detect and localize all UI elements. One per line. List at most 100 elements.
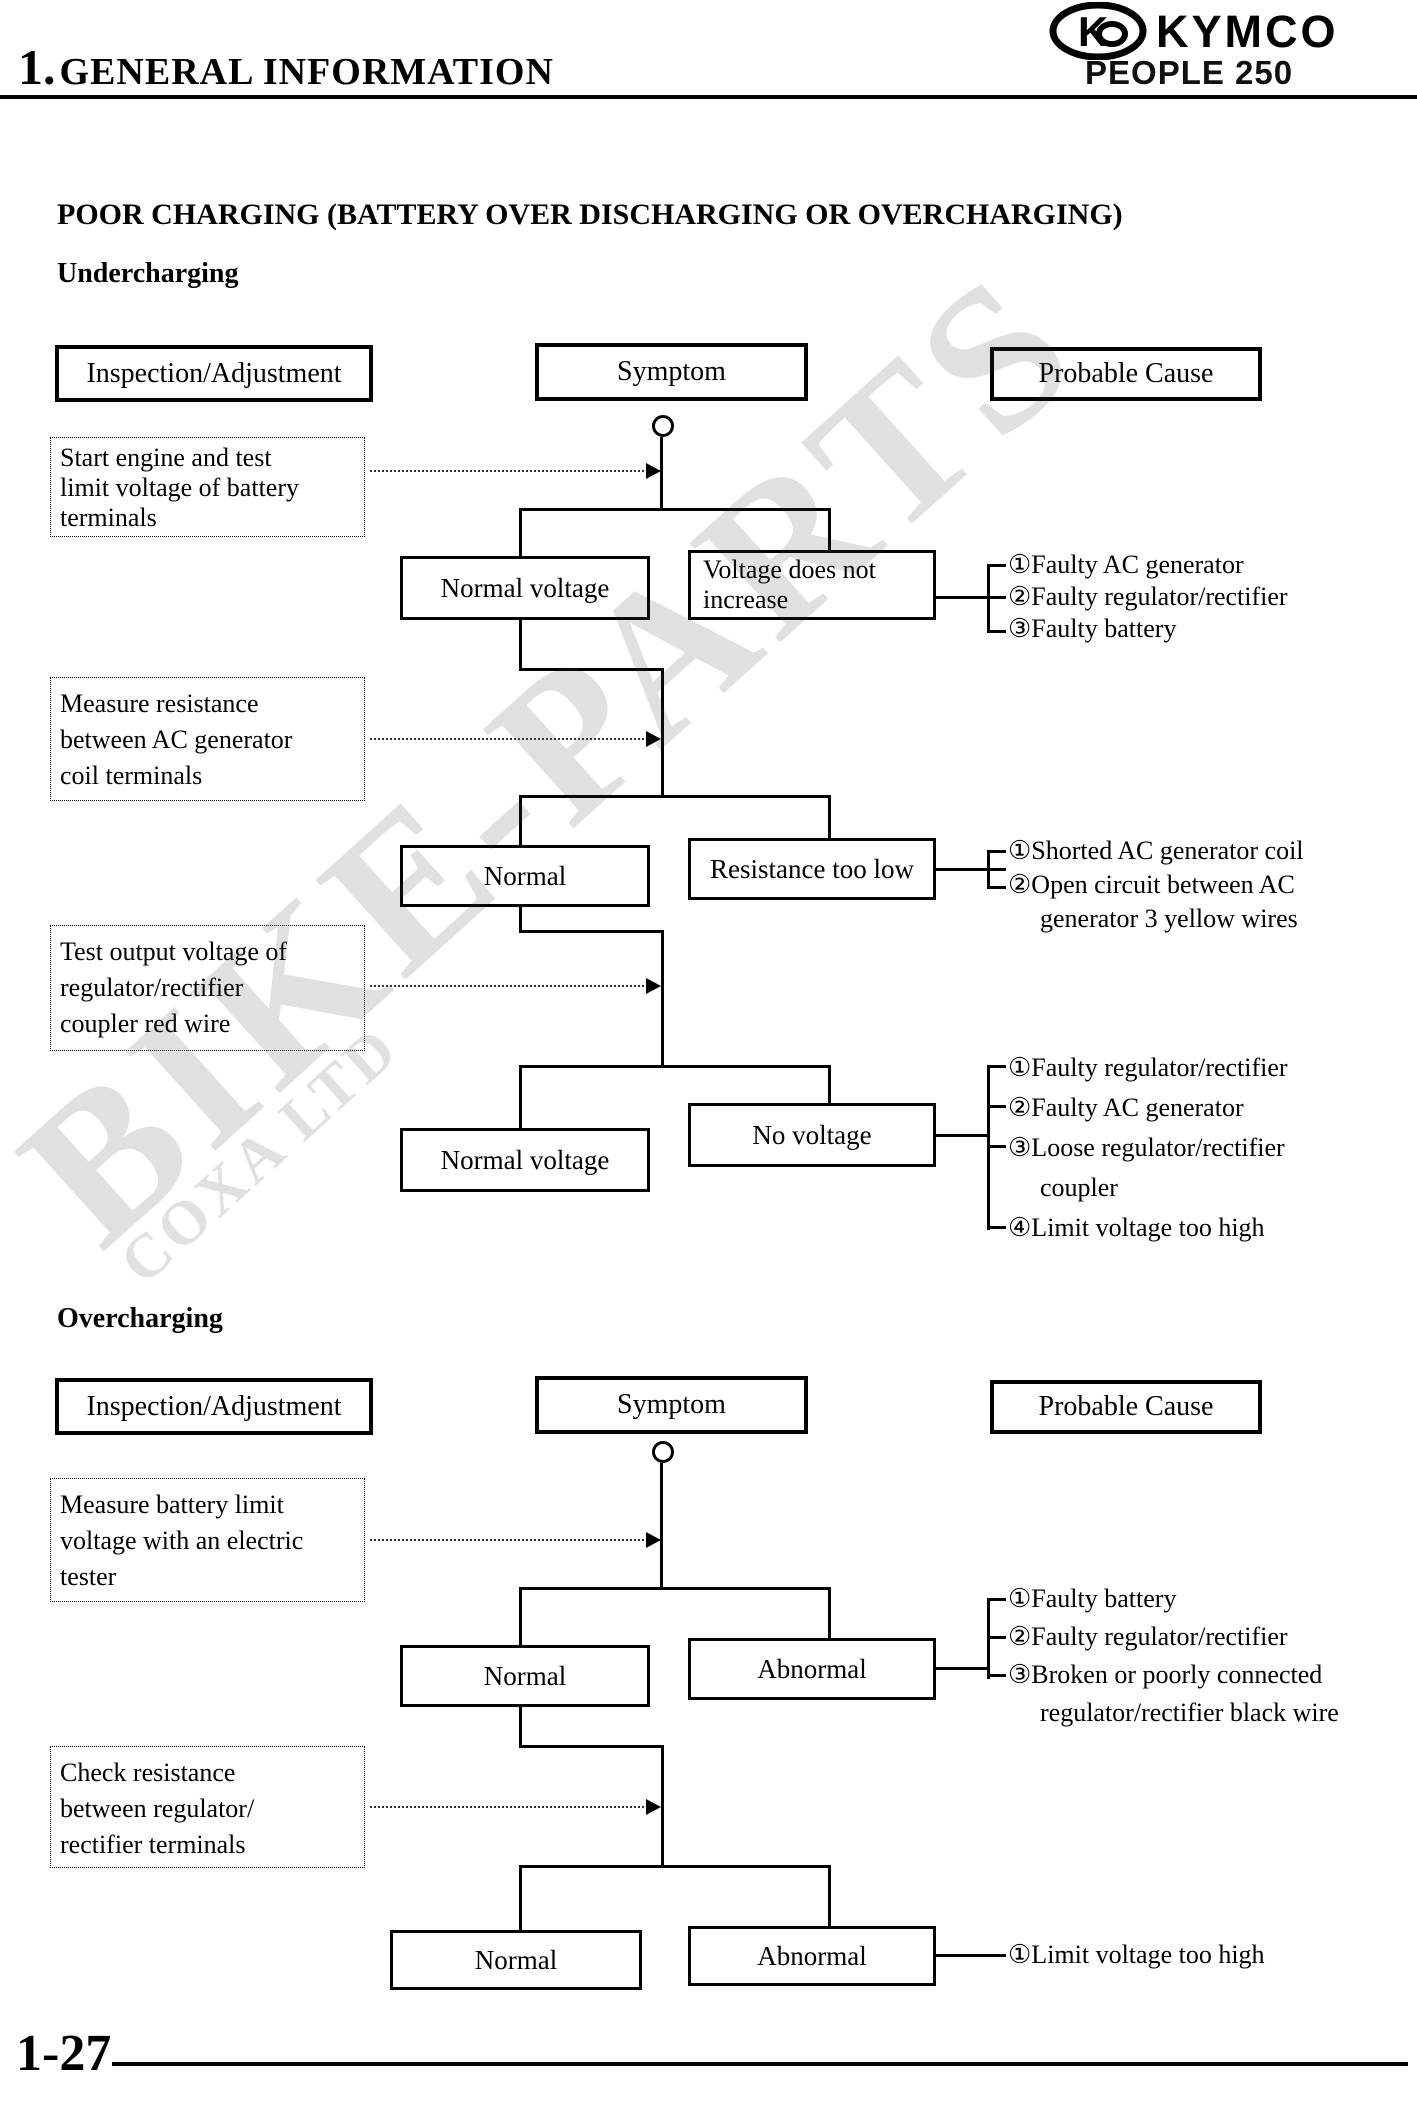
logo-ring-icon: [1096, 21, 1128, 47]
connector-line: [828, 1587, 831, 1638]
flow-start-node-2: [652, 1441, 674, 1463]
connector-line: [828, 508, 831, 550]
connector-line: [661, 1745, 664, 1865]
section2-heading: Overcharging: [57, 1303, 223, 1334]
model-name: PEOPLE 250: [1085, 54, 1294, 91]
page-number: 1-27: [16, 2025, 112, 2082]
cause-item: ①Limit voltage too high: [1008, 1940, 1265, 1969]
branch-line: [520, 508, 831, 511]
connector-line: [661, 930, 664, 1065]
result-box-normal-2: Normal: [400, 845, 650, 907]
inspection-step-1: Start engine and test limit voltage of b…: [50, 437, 365, 537]
connector-line: [519, 1587, 522, 1645]
result-box-normal-voltage-3: Normal voltage: [400, 1128, 650, 1192]
branch-line: [520, 1587, 831, 1590]
cause-item: ①Shorted AC generator coil: [1008, 836, 1304, 865]
cause-bracket: [987, 565, 990, 633]
page-title: POOR CHARGING (BATTERY OVER DISCHARGING …: [57, 198, 1123, 231]
cause-connector: [936, 1954, 1006, 1957]
branch-line: [520, 795, 831, 798]
symptom-box-abnormal-2: Abnormal: [688, 1926, 936, 1986]
symptom-box-no-voltage: No voltage: [688, 1103, 936, 1167]
inspection-step-4: Measure battery limit voltage with an el…: [50, 1478, 365, 1602]
cause-connector: [936, 868, 1006, 871]
chapter-number: 1.: [18, 39, 56, 95]
cause-tick: [987, 850, 1006, 853]
cause-item: ④Limit voltage too high: [1008, 1213, 1265, 1242]
cause-tick: [987, 1636, 1006, 1639]
cause-item: ③Loose regulator/rectifier: [1008, 1133, 1285, 1162]
cause-item-continuation: regulator/rectifier black wire: [1040, 1698, 1339, 1727]
cause-tick: [987, 630, 1006, 633]
inspection-step-line: coil terminals: [60, 761, 203, 790]
column-header-inspection-1: Inspection/Adjustment: [55, 345, 373, 402]
connector-line: [828, 1865, 831, 1926]
dotted-arrow-line: [370, 470, 648, 472]
flow-start-node-1: [652, 415, 674, 437]
result-box-normal-5: Normal: [390, 1930, 642, 1990]
chapter-heading: 1. GENERAL INFORMATION: [18, 38, 554, 96]
arrowhead-icon: [646, 1799, 661, 1815]
cause-tick: [987, 1145, 1006, 1148]
connector-line: [519, 668, 664, 671]
inspection-step-line: tester: [60, 1562, 117, 1591]
inspection-step-line: Test output voltage of: [60, 937, 288, 966]
connector-line: [519, 508, 522, 556]
symptom-box-resistance-too-low: Resistance too low: [688, 838, 936, 900]
cause-bracket: [987, 1599, 990, 1679]
inspection-step-2: Measure resistance between AC generator …: [50, 677, 365, 801]
kymco-logo: K KYMCO: [1049, 2, 1336, 60]
dotted-arrow-line: [370, 1806, 648, 1808]
cause-item: ①Faulty regulator/rectifier: [1008, 1053, 1288, 1082]
connector-line: [519, 1065, 522, 1128]
cause-item: ②Faulty regulator/rectifier: [1008, 582, 1288, 611]
inspection-step-line: terminals: [60, 503, 157, 532]
connector-line: [660, 1463, 663, 1587]
cause-item-continuation: generator 3 yellow wires: [1040, 904, 1298, 933]
inspection-step-line: Check resistance: [60, 1758, 236, 1787]
connector-line: [828, 1065, 831, 1103]
inspection-step-line: regulator/rectifier: [60, 973, 244, 1002]
symptom-box-voltage-not-increase: Voltage does not increase: [688, 550, 936, 620]
inspection-step-5: Check resistance between regulator/ rect…: [50, 1746, 365, 1868]
cause-connector: [936, 1134, 988, 1137]
connector-line: [519, 1707, 522, 1747]
dotted-arrow-line: [370, 985, 648, 987]
arrowhead-icon: [646, 731, 661, 747]
cause-item: ②Open circuit between AC: [1008, 870, 1295, 899]
cause-tick: [987, 564, 1006, 567]
connector-line: [519, 930, 664, 933]
cause-bracket: [987, 851, 990, 889]
inspection-step-line: between regulator/: [60, 1794, 255, 1823]
cause-item: ③Broken or poorly connected: [1008, 1660, 1323, 1689]
connector-line: [661, 668, 664, 795]
connector-line: [519, 1745, 664, 1748]
cause-item: ②Faulty AC generator: [1008, 1093, 1244, 1122]
logo-ellipse-icon: [1049, 2, 1147, 60]
inspection-step-line: voltage with an electric: [60, 1526, 304, 1555]
inspection-step-line: coupler red wire: [60, 1009, 231, 1038]
column-header-cause-2: Probable Cause: [990, 1380, 1262, 1434]
connector-line: [660, 437, 663, 508]
logo-mark-letter: K: [1078, 8, 1108, 55]
footer-rule: [112, 2062, 1408, 2066]
column-header-cause-1: Probable Cause: [990, 347, 1262, 401]
cause-tick: [987, 1226, 1006, 1229]
cause-tick: [987, 1674, 1006, 1677]
cause-tick: [987, 1065, 1006, 1068]
column-header-symptom-1: Symptom: [535, 343, 808, 401]
connector-line: [519, 907, 522, 932]
inspection-step-line: rectifier terminals: [60, 1830, 246, 1859]
connector-line: [519, 620, 522, 670]
inspection-step-3: Test output voltage of regulator/rectifi…: [50, 925, 365, 1051]
connector-line: [828, 795, 831, 838]
inspection-step-line: Measure battery limit: [60, 1490, 284, 1519]
symptom-box-line: Voltage does not: [703, 555, 876, 584]
cause-connector: [936, 596, 1006, 599]
arrowhead-icon: [646, 978, 661, 994]
symptom-box-abnormal-1: Abnormal: [688, 1638, 936, 1700]
cause-item: ③Faulty battery: [1008, 614, 1177, 643]
cause-item: ①Faulty battery: [1008, 1584, 1177, 1613]
column-header-symptom-2: Symptom: [535, 1376, 808, 1434]
